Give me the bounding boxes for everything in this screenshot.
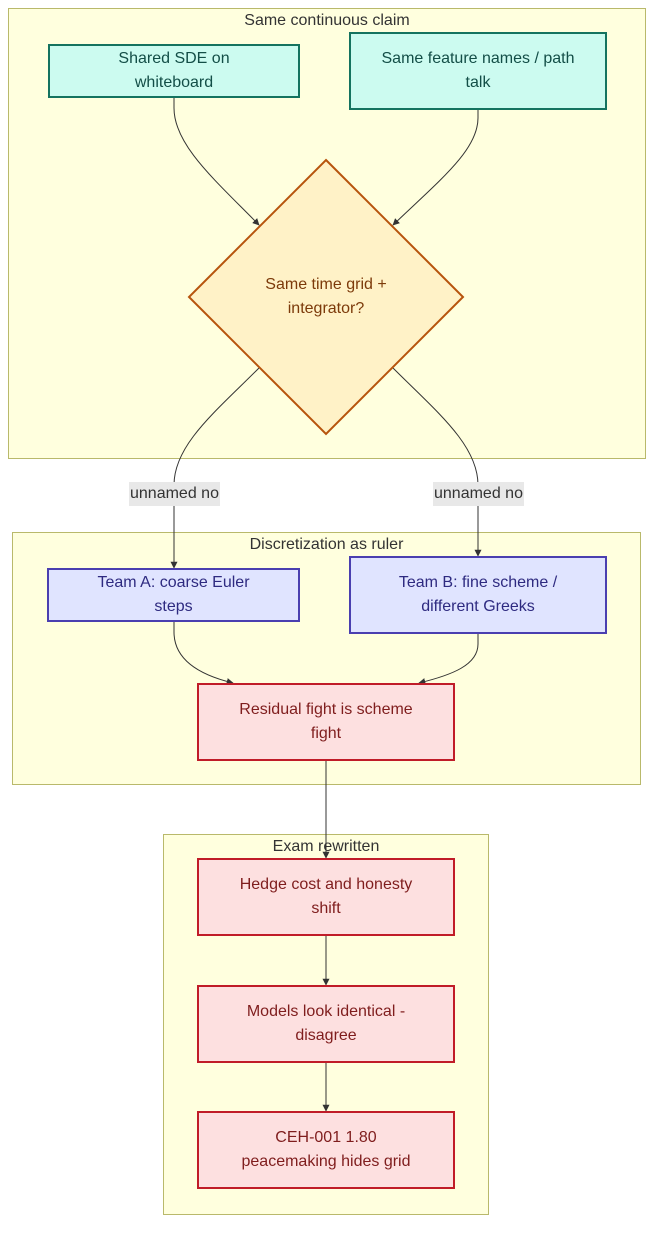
node-label: Team A: coarse Euler steps bbox=[97, 574, 250, 615]
node-label: Hedge cost and honesty shift bbox=[239, 876, 413, 917]
node-label: Same feature names / path talk bbox=[381, 50, 575, 91]
edge-decision-to-team-b bbox=[392, 367, 482, 557]
node-residual-fight: Residual fight is scheme fight bbox=[197, 683, 455, 761]
node-shared-sde: Shared SDE on whiteboard bbox=[48, 44, 300, 98]
cluster-title: Discretization as ruler bbox=[249, 536, 404, 553]
node-label: CEH-001 1.80 peacemaking hides grid bbox=[241, 1129, 411, 1170]
node-ceh-001: CEH-001 1.80 peacemaking hides grid bbox=[197, 1111, 455, 1189]
node-label: Models look identical - disagree bbox=[246, 1003, 406, 1044]
node-same-features: Same feature names / path talk bbox=[349, 32, 607, 110]
cluster-title: Same continuous claim bbox=[244, 12, 410, 29]
edge-team-a-to-residual bbox=[173, 622, 234, 685]
node-team-a: Team A: coarse Euler steps bbox=[47, 568, 300, 622]
edge-team-b-to-residual bbox=[418, 634, 479, 685]
node-team-b: Team B: fine scheme / different Greeks bbox=[349, 556, 607, 634]
node-label: Team B: fine scheme / different Greeks bbox=[398, 574, 558, 615]
node-label: Shared SDE on whiteboard bbox=[118, 50, 230, 91]
node-label: Residual fight is scheme fight bbox=[239, 701, 413, 742]
decision-label: Same time grid + integrator? bbox=[236, 262, 416, 332]
edge-label-right-no: unnamed no bbox=[433, 482, 524, 506]
node-label: Same time grid + integrator? bbox=[265, 276, 387, 317]
edge-sde-to-decision bbox=[173, 98, 260, 226]
edge-decision-to-team-a bbox=[170, 367, 260, 569]
node-hedge-cost: Hedge cost and honesty shift bbox=[197, 858, 455, 936]
decision-diamond bbox=[187, 158, 465, 436]
node-models-identical: Models look identical - disagree bbox=[197, 985, 455, 1063]
edge-features-to-decision bbox=[392, 110, 479, 226]
edge-label-left-no: unnamed no bbox=[129, 482, 220, 506]
